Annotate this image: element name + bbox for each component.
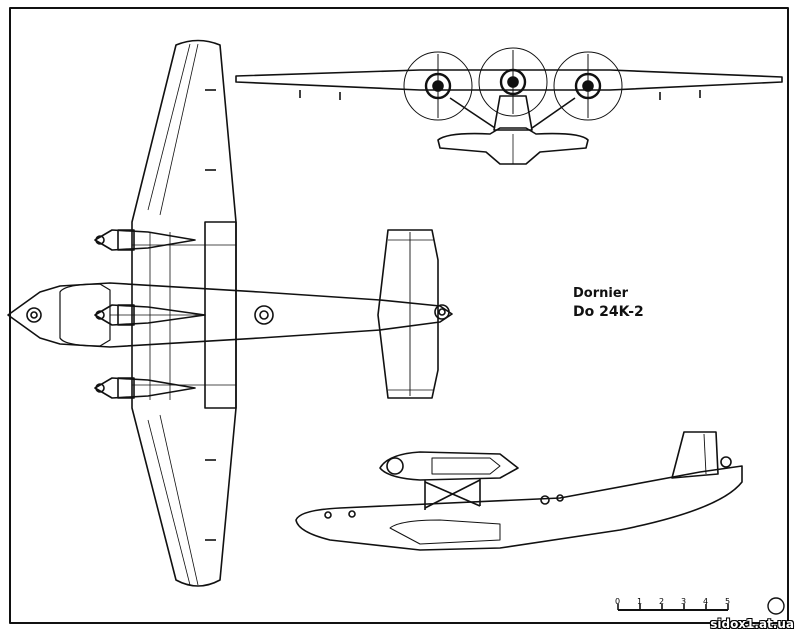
- tail-fin-side: [671, 431, 719, 479]
- propeller-disc-right: [553, 51, 623, 121]
- engine-nacelle-center: [94, 304, 206, 326]
- engine-nacelle-right: [94, 377, 196, 399]
- wing-plan: [131, 39, 237, 587]
- hull-side: [295, 465, 743, 551]
- aircraft-maker: Dornier: [573, 286, 629, 301]
- tailplane-plan: [377, 229, 439, 399]
- scale-tick-label: 4: [703, 597, 709, 606]
- hull-plan: [7, 282, 453, 348]
- scale-bar: [617, 597, 785, 615]
- front-view: [235, 47, 783, 165]
- scale-tick-label: 3: [681, 597, 687, 606]
- scale-tick-label: 2: [659, 597, 665, 606]
- top-view: [7, 39, 453, 587]
- aircraft-model: Do 24K-2: [573, 304, 644, 320]
- watermark-text: sidox1.at.ua: [710, 617, 794, 631]
- propeller-disc-center: [478, 47, 548, 117]
- scale-tick-label: 5: [725, 597, 731, 606]
- wing-front: [235, 69, 783, 91]
- propeller-disc-left: [403, 51, 473, 121]
- drawing-frame: [9, 7, 789, 624]
- side-view: [295, 431, 743, 551]
- hull-front: [437, 127, 589, 165]
- scale-tick-label: 0: [615, 597, 621, 606]
- engine-nacelle-left: [94, 229, 196, 251]
- scale-tick-label: 1: [637, 597, 643, 606]
- wing-side: [379, 451, 519, 481]
